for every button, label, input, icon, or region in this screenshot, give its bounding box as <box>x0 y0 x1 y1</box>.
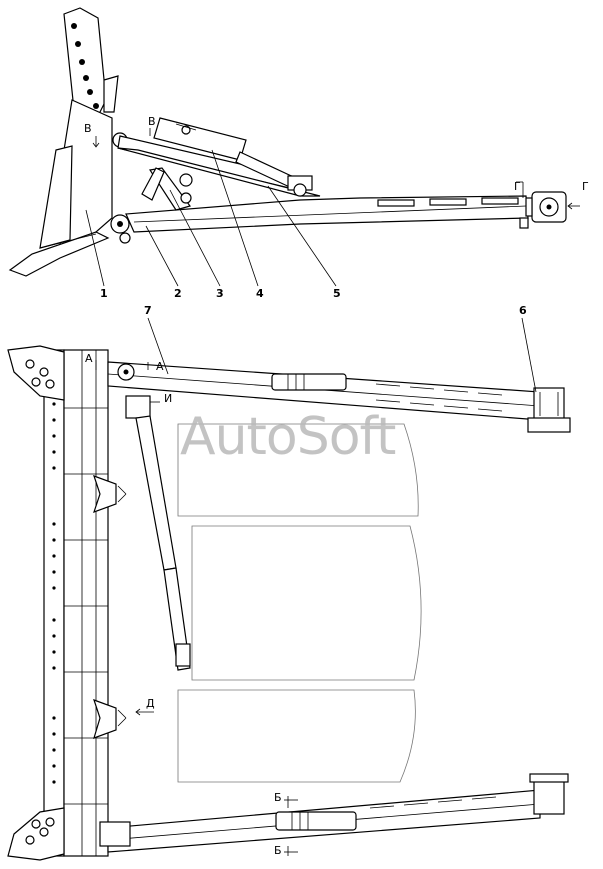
diagonal-brace-plan <box>125 395 191 671</box>
section-mark-a-left: А <box>85 352 93 365</box>
callout-4: 4 <box>256 287 264 300</box>
callout-7: 7 <box>144 304 152 317</box>
callout-5: 5 <box>333 287 341 300</box>
upper-push-arm-plan <box>107 361 541 421</box>
side-view <box>8 7 580 287</box>
section-mark-v-left: В <box>84 122 92 135</box>
section-mark-b-top: Б <box>274 791 282 804</box>
trunnion-side <box>525 191 567 223</box>
callout-6: 6 <box>519 304 527 317</box>
callout-3: 3 <box>216 287 224 300</box>
blade-plan <box>43 349 109 857</box>
blade-side <box>8 99 113 277</box>
struts-side <box>117 135 321 211</box>
section-mark-b-bottom: Б <box>274 844 282 857</box>
section-mark-v-right: В <box>148 115 156 128</box>
plan-view <box>7 317 571 861</box>
upper-trunnion-plan <box>527 387 571 433</box>
section-mark-g-left: Г <box>514 180 521 193</box>
section-mark-g-right: Г <box>582 180 589 193</box>
section-mark-a-right: А <box>156 360 164 373</box>
callout-2: 2 <box>174 287 182 300</box>
section-mark-d: Д <box>146 697 155 710</box>
tilt-cylinder-side <box>153 117 313 197</box>
mast-bracket <box>63 7 119 121</box>
blade-bolt-holes <box>52 402 56 784</box>
watermark-text: AutoSoft <box>180 407 396 467</box>
push-arm-side <box>125 195 529 233</box>
section-mark-i: И <box>164 392 173 405</box>
callout-1: 1 <box>100 287 108 300</box>
lower-push-arm-plan <box>99 773 569 853</box>
